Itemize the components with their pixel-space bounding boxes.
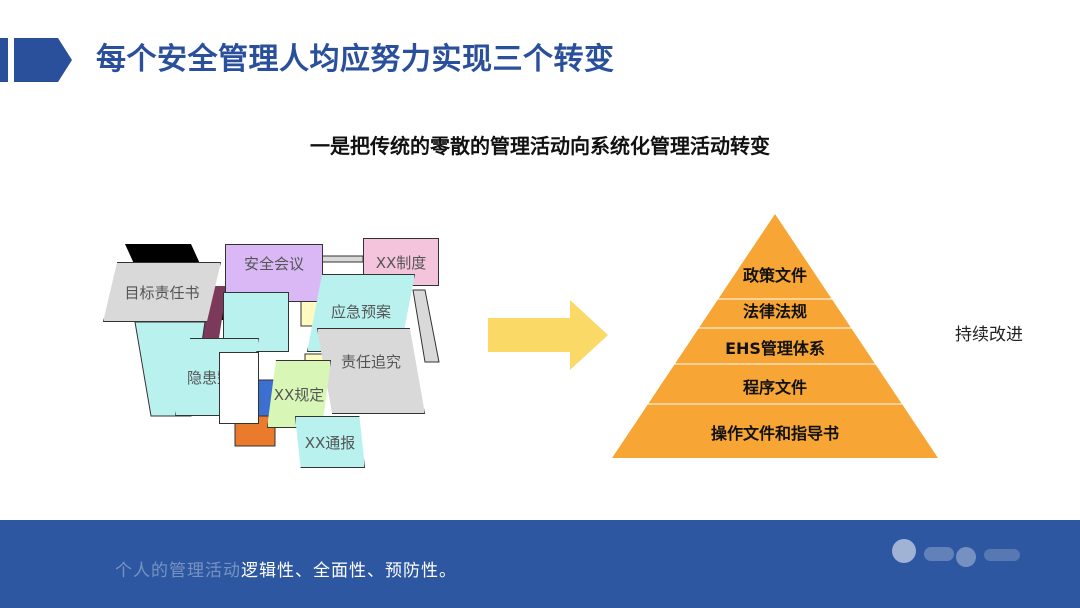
scattered-activities-collage: 目标责任书 安全会议 XX制度 应急预案 责任追究 隐患整改 XX规定 XX通报 xyxy=(95,230,445,480)
card-white-sheet xyxy=(219,352,259,424)
card-label: XX制度 xyxy=(375,253,427,272)
card-label: 责任追究 xyxy=(340,353,401,371)
card-label: 安全会议 xyxy=(243,255,304,273)
watermark-logo-icon xyxy=(892,539,1020,567)
footer-caption: 个人的管理活动逻辑性、全面性、预防性。 xyxy=(115,556,457,581)
footer-caption-main: 逻辑性、全面性、预防性。 xyxy=(241,561,457,581)
footer-caption-faded: 个人的管理活动 xyxy=(115,561,241,581)
ehs-pyramid xyxy=(612,214,938,458)
card-label: 目标责任书 xyxy=(124,283,200,302)
pyramid-level-policy: 政策文件 xyxy=(742,266,807,285)
card-xx-notice: XX通报 xyxy=(295,416,365,468)
title-marker-icon xyxy=(0,38,72,82)
card-accountability: 责任追究 xyxy=(317,328,425,414)
card-target-responsibility-book: 目标责任书 xyxy=(103,262,221,322)
card-label: XX规定 xyxy=(273,385,325,404)
pyramid-level-ehs-system: EHS管理体系 xyxy=(725,339,825,358)
continuous-improvement-label: 持续改进 xyxy=(955,325,1023,345)
pyramid-level-laws: 法律法规 xyxy=(742,302,807,321)
footer-band xyxy=(0,520,1080,608)
pyramid-level-procedures: 程序文件 xyxy=(742,378,807,397)
card-label: 应急预案 xyxy=(330,303,391,321)
subtitle: 一是把传统的零散的管理活动向系统化管理活动转变 xyxy=(310,134,770,158)
right-arrow-icon xyxy=(488,300,608,370)
pyramid-level-work-instructions: 操作文件和指导书 xyxy=(710,424,839,443)
page-title: 每个安全管理人均应努力实现三个转变 xyxy=(96,42,615,77)
card-label: XX通报 xyxy=(304,433,356,452)
